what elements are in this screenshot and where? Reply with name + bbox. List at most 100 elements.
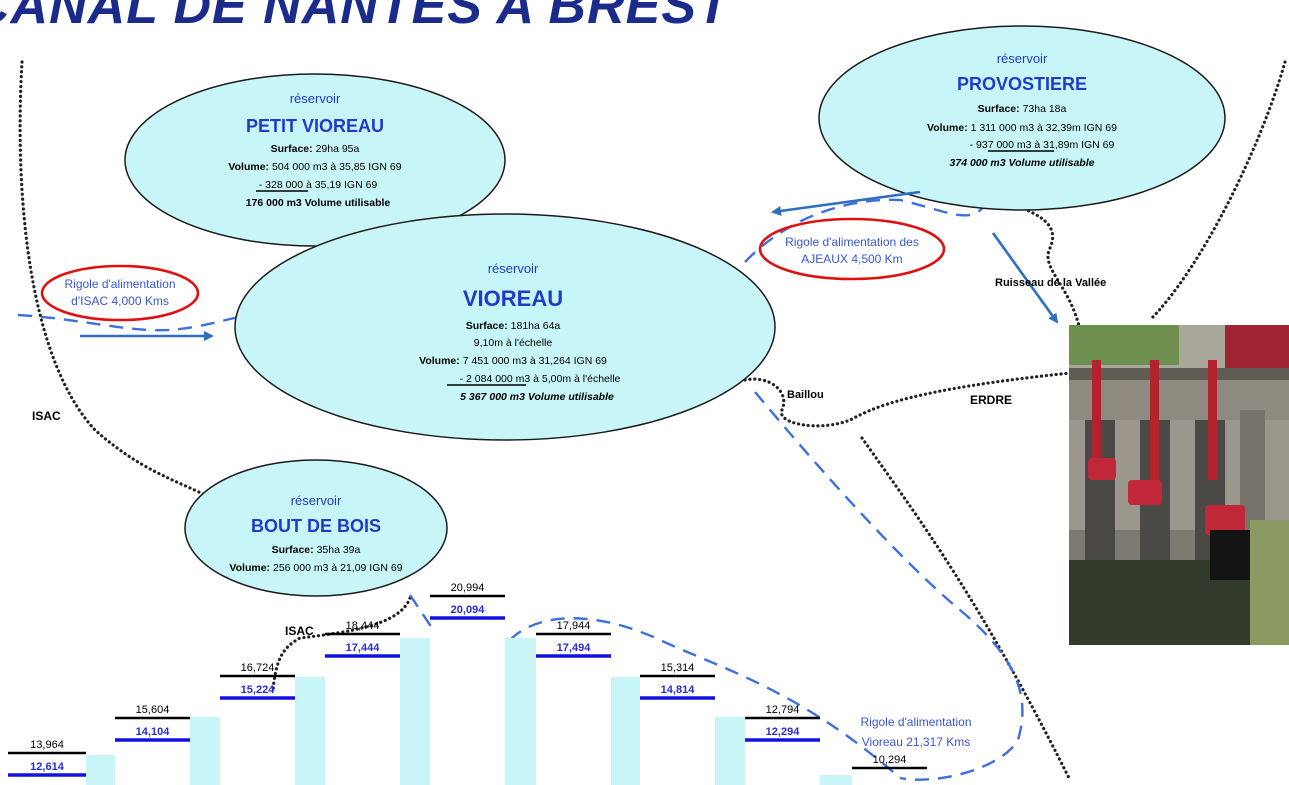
- provostiere-surface: 73ha 18a: [1023, 103, 1067, 115]
- rigole-isac-label-2: d'ISAC 4,000 Kms: [71, 294, 169, 308]
- level-upper-value-9: 10,294: [873, 754, 907, 766]
- svg-text:Surface: 35ha 39a: Surface: 35ha 39a: [272, 544, 361, 556]
- rigole-ajeaux: [744, 198, 986, 263]
- flow-arrow-photo: [991, 232, 1059, 324]
- petit-vioreau-usable: 176 000 m3 Volume utilisable: [246, 197, 391, 209]
- svg-text:- 2 084 000 m3 à 5,00m à l'éc: - 2 084 000 m3 à 5,00m à l'échelle: [460, 373, 621, 385]
- sluice-gate-photo: [1069, 325, 1289, 645]
- rigole-vioreau-loop: [509, 617, 901, 779]
- vioreau-kind: réservoir: [488, 261, 539, 276]
- level-upper-value-2: 15,604: [136, 704, 170, 716]
- petit-vioreau-minus-rest: à 35,19 IGN 69: [306, 179, 377, 191]
- provostiere-volume-label: Volume:: [927, 122, 968, 134]
- provostiere-surface-label: Surface:: [978, 103, 1020, 115]
- lock-level-profile: 13,964 12,614 15,604 14,104 16,724 15,224 18,4…: [8, 582, 927, 785]
- level-upper-value-6: 17,944: [557, 620, 591, 632]
- svg-text:Surface: 29ha 95a: Surface: 29ha 95a: [271, 143, 360, 155]
- svg-text:Volume: 1 311 000 m3 à 32,39m: Volume: 1 311 000 m3 à 32,39m IGN 69: [927, 122, 1117, 134]
- vioreau-volume-label: Volume:: [419, 355, 460, 367]
- svg-text:Surface: 181ha 64a: Surface: 181ha 64a: [466, 320, 561, 332]
- svg-text:- 937 000 m3 à 31,89m IGN 69: - 937 000 m3 à 31,89m IGN 69: [970, 139, 1115, 151]
- level-upper-value-1: 13,964: [30, 739, 64, 751]
- rigole-ajeaux-highlight: [758, 217, 946, 281]
- label-isac-left: ISAC: [32, 409, 61, 423]
- bout-de-bois-volume-label: Volume:: [229, 562, 270, 574]
- petit-vioreau-name: PETIT VIOREAU: [246, 116, 384, 136]
- bout-de-bois-name: BOUT DE BOIS: [251, 516, 381, 536]
- petit-vioreau-surface: 29ha 95a: [316, 143, 360, 155]
- reservoir-provostiere: [818, 25, 1226, 211]
- bout-de-bois-volume: 256 000 m3 à 21,09 IGN 69: [273, 562, 403, 574]
- lock-chamber-2: [190, 717, 220, 785]
- level-lower-value-2: 14,104: [136, 726, 171, 738]
- provostiere-minus-rest: à 31,89m IGN 69: [1034, 139, 1114, 151]
- petit-vioreau-surface-label: Surface:: [271, 143, 313, 155]
- vioreau-name: VIOREAU: [463, 286, 563, 311]
- level-lower-value-1: 12,614: [30, 761, 65, 773]
- bout-de-bois-kind: réservoir: [291, 493, 342, 508]
- rigole-isac: [17, 313, 246, 332]
- lock-chamber-3: [295, 677, 325, 785]
- baillou-stream: [743, 370, 1082, 428]
- erdre-right: [1148, 60, 1287, 322]
- rigole-ajeaux-label-1: Rigole d'alimentation des: [785, 235, 919, 249]
- label-baillou: Baillou: [787, 389, 824, 401]
- rigole-vioreau: [754, 391, 1024, 781]
- reservoir-bout-de-bois: [184, 459, 448, 597]
- petit-vioreau-volume: 504 000 m3 à 35,85 IGN 69: [272, 161, 402, 173]
- level-lower-value-6: 17,494: [557, 642, 592, 654]
- lock-chamber-6: [611, 677, 640, 785]
- page-title: CANAL DE NANTES A BREST: [0, 0, 730, 35]
- provostiere-minus: - 937 000 m3: [970, 139, 1032, 151]
- level-upper-value-3: 16,724: [241, 662, 275, 674]
- rigole-isac-highlight: [40, 264, 200, 322]
- rigole-isac-label-1: Rigole d'alimentation: [64, 277, 175, 291]
- level-lower-value-4: 17,444: [346, 642, 381, 654]
- label-erdre: ERDRE: [970, 393, 1012, 407]
- vioreau-usable: 5 367 000 m3 Volume utilisable: [460, 391, 614, 403]
- provostiere-kind: réservoir: [997, 51, 1048, 66]
- bout-de-bois-surface-label: Surface:: [272, 544, 314, 556]
- svg-text:Surface: 73ha 18a: Surface: 73ha 18a: [978, 103, 1067, 115]
- label-ruisseau: Ruisseau de la Vallée: [995, 277, 1106, 289]
- level-upper-value-5: 20,994: [451, 582, 485, 594]
- level-upper-value-8: 12,794: [766, 704, 800, 716]
- ruisseau-vallee: [1013, 203, 1082, 332]
- lock-chamber-7: [715, 717, 745, 785]
- rigole-vioreau-label-2: Vioreau 21,317 Kms: [862, 735, 971, 749]
- level-lower-value-7: 14,814: [661, 684, 696, 696]
- vioreau-minus-rest: à 5,00m à l'échelle: [533, 373, 620, 385]
- provostiere-volume: 1 311 000 m3 à 32,39m IGN 69: [971, 122, 1117, 134]
- petit-vioreau-volume-label: Volume:: [228, 161, 269, 173]
- lock-chamber-4: [400, 638, 430, 785]
- svg-text:Volume: 256 000 m3 à 21,09 IGN: Volume: 256 000 m3 à 21,09 IGN 69: [229, 562, 402, 574]
- petit-vioreau-kind: réservoir: [290, 91, 341, 106]
- level-lower-value-3: 15,224: [241, 684, 276, 696]
- bout-de-bois-surface: 35ha 39a: [317, 544, 361, 556]
- vioreau-scale: 9,10m à l'échelle: [474, 337, 553, 349]
- label-isac-bottom: ISAC: [285, 624, 314, 638]
- petit-vioreau-minus: - 328 000: [259, 179, 304, 191]
- flow-arrow-ajeaux: [771, 190, 921, 216]
- isac-river-left: [18, 60, 207, 497]
- provostiere-usable: 374 000 m3 Volume utilisable: [950, 157, 1095, 169]
- lock-chamber-8: [820, 775, 852, 785]
- svg-text:- 328 000 à 35,19 IGN 69: - 328 000 à 35,19 IGN 69: [259, 179, 378, 191]
- level-lower-value-8: 12,294: [766, 726, 801, 738]
- rigole-vioreau-label-1: Rigole d'alimentation: [860, 715, 971, 729]
- rigole-bout-de-bois: [409, 594, 433, 629]
- reservoir-vioreau: [234, 213, 776, 441]
- level-upper-value-7: 15,314: [661, 662, 695, 674]
- svg-text:Volume: 504 000 m3 à 35,85 IGN: Volume: 504 000 m3 à 35,85 IGN 69: [228, 161, 401, 173]
- erdre-lower: [860, 436, 1072, 782]
- vioreau-surface: 181ha 64a: [511, 320, 561, 332]
- provostiere-name: PROVOSTIERE: [957, 74, 1087, 94]
- lock-chamber-1: [86, 755, 115, 785]
- vioreau-surface-label: Surface:: [466, 320, 508, 332]
- svg-text:Volume: 7 451 000 m3 à 31,264: Volume: 7 451 000 m3 à 31,264 IGN 69: [419, 355, 607, 367]
- isac-river-bottom: [271, 596, 412, 692]
- level-upper-value-4: 18,444: [346, 620, 380, 632]
- level-lower-value-5: 20,094: [451, 604, 486, 616]
- lock-chamber-5: [505, 638, 536, 785]
